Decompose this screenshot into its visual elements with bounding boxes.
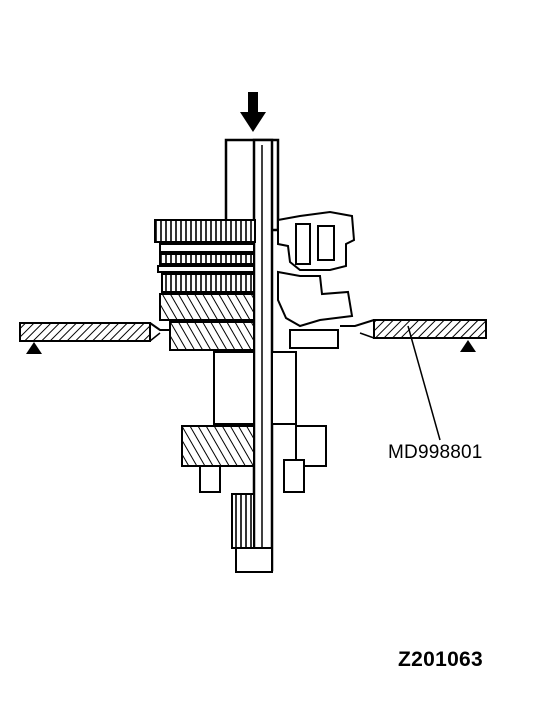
down-arrow-icon	[240, 92, 266, 132]
support-plate-left	[19, 322, 205, 342]
triangle-support-icon	[26, 342, 42, 354]
lower-gear	[181, 425, 327, 493]
tool-label: MD998801	[388, 442, 483, 463]
triangle-support-icon	[460, 340, 476, 352]
leader-line	[407, 325, 441, 441]
support-plate-right	[340, 319, 487, 339]
output-spline	[231, 493, 273, 573]
upper-gear	[154, 219, 256, 293]
synchronizer-assembly	[277, 210, 356, 349]
shaft-hub	[213, 351, 297, 425]
helical-gear-set	[159, 293, 255, 351]
figure-code: Z201063	[398, 648, 484, 671]
